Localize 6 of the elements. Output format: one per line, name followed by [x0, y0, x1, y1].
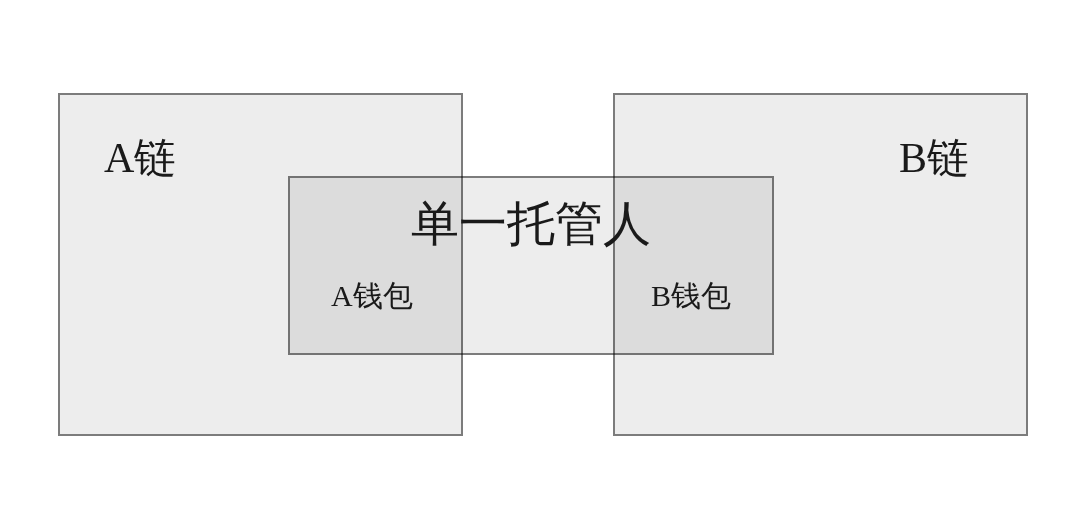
- wallet-label: B钱包: [651, 281, 731, 311]
- custodian-box: [288, 176, 774, 355]
- chain-box: [58, 93, 463, 436]
- chain-title: A链: [104, 137, 177, 179]
- chain-title: B链: [899, 137, 969, 179]
- wallet-label: A钱包: [331, 281, 413, 311]
